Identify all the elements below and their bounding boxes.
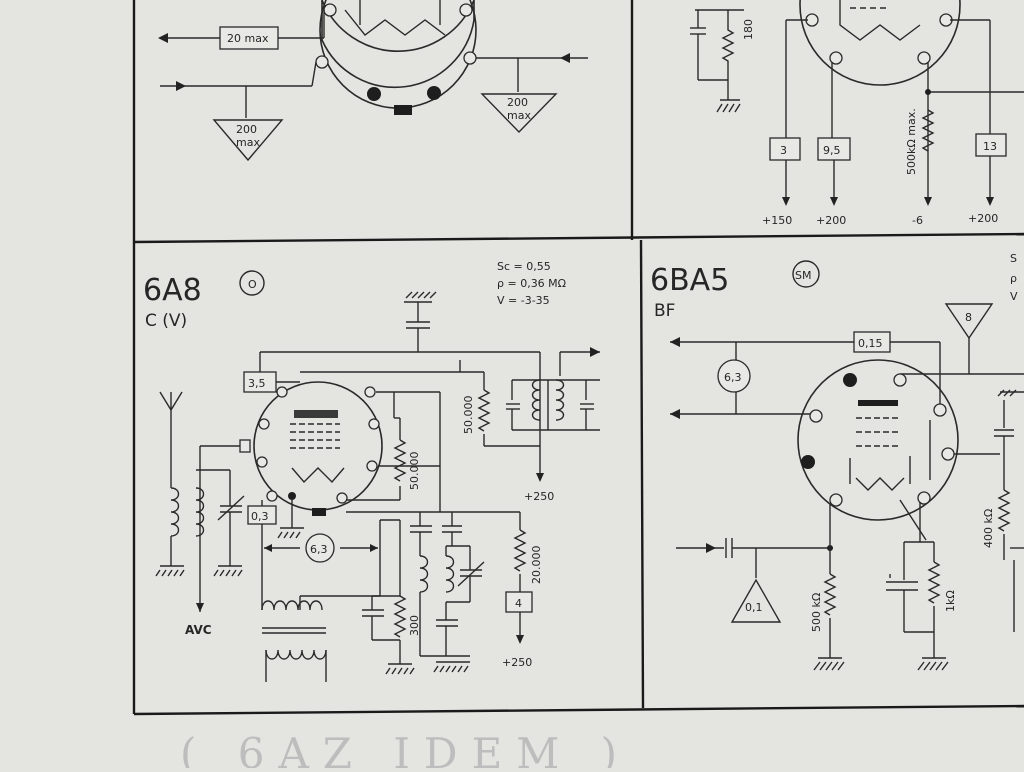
voltage-plus-250-a: +250 xyxy=(524,490,554,503)
base-symbol-sm xyxy=(792,260,820,288)
tube-function-6a8: C (V) xyxy=(145,311,187,331)
resistor-20000 xyxy=(513,529,527,572)
cell-6ba5: 6BA5 SM BF S ρ V 0,15 6,3 8 xyxy=(650,252,1024,671)
svg-text:SM: SM xyxy=(795,269,811,282)
box-13 xyxy=(975,133,1007,157)
page-frame xyxy=(132,0,1024,716)
resistor-500k xyxy=(823,573,837,616)
grid-coil xyxy=(195,487,205,537)
osc-coil-2 xyxy=(445,555,455,593)
label-500k-max: 500kΩ max. xyxy=(905,108,918,175)
voltage-plus-250-b: +250 xyxy=(502,656,532,669)
svg-text:3: 3 xyxy=(780,144,787,157)
if-transformer-secondary xyxy=(555,379,565,421)
svg-text:20.000: 20.000 xyxy=(530,546,543,585)
top-right-circuit: 180 3 9,5 13 500kΩ max. +150 xyxy=(690,0,1024,227)
tube-envelope-top-right xyxy=(799,0,961,86)
svg-text:9,5: 9,5 xyxy=(823,144,841,157)
svg-text:max: max xyxy=(507,109,531,122)
voltage-minus-6: -6 xyxy=(912,214,923,227)
label-avc: AVC xyxy=(185,623,212,637)
tube-envelope-6ba5 xyxy=(797,359,959,521)
triangle-200-max-right xyxy=(480,93,558,134)
cell-6a8: 6A8 O C (V) Sc = 0,55 ρ = 0,36 MΩ V = -3… xyxy=(143,260,600,682)
spec-rho-6a8: ρ = 0,36 MΩ xyxy=(497,277,566,290)
svg-text:0,3: 0,3 xyxy=(251,510,269,523)
voltage-plus-200-b: +200 xyxy=(968,212,998,225)
circle-6-3 xyxy=(717,359,751,393)
svg-text:200: 200 xyxy=(507,96,528,109)
svg-text:0,1: 0,1 xyxy=(745,601,763,614)
tube-envelope-top-left xyxy=(319,0,477,109)
svg-text:ρ: ρ xyxy=(1010,272,1017,285)
svg-text:400 kΩ: 400 kΩ xyxy=(982,509,995,548)
top-left-circuit: 20 max 200 max 200 max xyxy=(158,0,588,162)
svg-text:max: max xyxy=(236,136,260,149)
svg-text:50.000: 50.000 xyxy=(462,396,475,435)
svg-text:13: 13 xyxy=(983,140,997,153)
label-20-max: 20 max xyxy=(227,32,269,45)
svg-text:8: 8 xyxy=(965,311,972,324)
svg-text:300: 300 xyxy=(408,615,421,636)
svg-text:500 kΩ: 500 kΩ xyxy=(810,593,823,632)
triangle-8 xyxy=(944,303,994,340)
voltage-plus-200-a: +200 xyxy=(816,214,846,227)
osc-coil-1 xyxy=(419,555,429,593)
base-symbol-o xyxy=(239,270,265,296)
svg-text:200: 200 xyxy=(236,123,257,136)
svg-text:O: O xyxy=(248,278,257,291)
triangle-200-max-left xyxy=(212,119,284,162)
handwritten-note: ( 6AZ IDEM ) xyxy=(180,729,631,768)
svg-text:3,5: 3,5 xyxy=(248,377,266,390)
svg-text:0,15: 0,15 xyxy=(858,337,883,350)
svg-text:V: V xyxy=(1010,290,1018,303)
svg-text:6,3: 6,3 xyxy=(724,371,742,384)
antenna-coil xyxy=(170,487,180,537)
resistor-300 xyxy=(393,595,407,638)
heater-transformer-secondary xyxy=(265,649,327,660)
tube-name-6ba5: 6BA5 xyxy=(650,263,729,298)
resistor-50000-osc xyxy=(393,439,407,482)
svg-text:S: S xyxy=(1010,252,1017,265)
voltage-plus-150: +150 xyxy=(762,214,792,227)
svg-text:50.000: 50.000 xyxy=(408,452,421,491)
resistor-50000-plate xyxy=(477,389,491,432)
spec-sc-6a8: Sc = 0,55 xyxy=(497,260,551,273)
grid-cap xyxy=(239,439,251,453)
tube-name-6a8: 6A8 xyxy=(143,273,202,308)
resistor-400k xyxy=(997,489,1011,532)
box-4 xyxy=(505,591,533,613)
box-3 xyxy=(769,137,801,161)
spec-v-6a8: V = -3-35 xyxy=(497,294,550,307)
circle-6-3-heater xyxy=(305,533,335,563)
tube-function-6ba5: BF xyxy=(654,301,675,321)
heater-transformer-primary xyxy=(261,600,323,611)
svg-text:6,3: 6,3 xyxy=(310,543,328,556)
svg-text:1kΩ: 1kΩ xyxy=(944,590,957,612)
triangle-0-1 xyxy=(730,578,782,623)
svg-text:4: 4 xyxy=(515,597,522,610)
resistor-1k xyxy=(927,561,941,604)
if-transformer-primary xyxy=(531,379,541,421)
label-180: 180 xyxy=(742,19,755,40)
